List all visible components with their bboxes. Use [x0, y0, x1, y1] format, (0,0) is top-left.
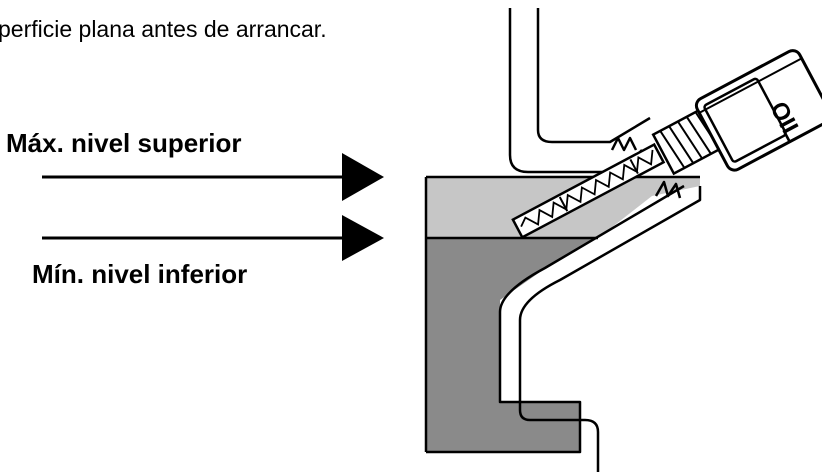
instruction-text: perficie plana antes de arrancar. [0, 16, 327, 42]
oil-lower-body [426, 238, 598, 452]
crankcase-wall [424, 8, 702, 472]
max-level-label: Máx. nivel superior [6, 128, 242, 158]
min-level-label: Mín. nivel inferior [32, 259, 247, 289]
min-level-arrow [42, 215, 384, 261]
dipstick [511, 142, 666, 240]
oil-cap: OIL [694, 49, 822, 172]
max-level-arrow [42, 153, 384, 201]
